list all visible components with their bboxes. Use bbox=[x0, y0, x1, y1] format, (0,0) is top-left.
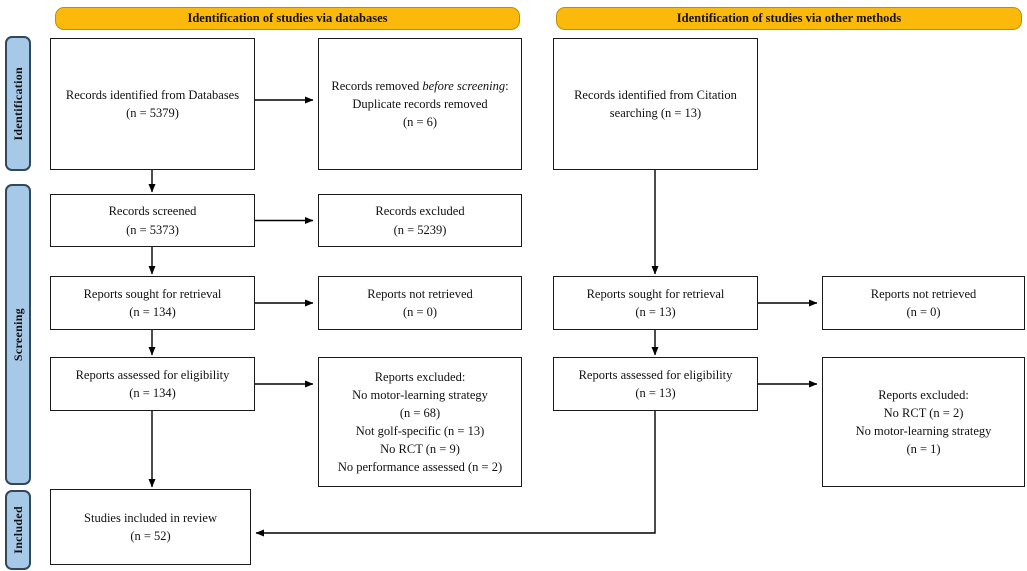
box-reports-assessed-databases: Reports assessed for eligibility (n = 13… bbox=[50, 357, 255, 411]
box-reports-sought-databases: Reports sought for retrieval (n = 134) bbox=[50, 276, 255, 330]
header-databases-label: Identification of studies via databases bbox=[187, 11, 388, 25]
stage-label-identification: Identification bbox=[5, 36, 31, 171]
box-reports-excluded-databases: Reports excluded: No motor-learning stra… bbox=[318, 357, 522, 487]
box-records-excluded: Records excluded (n = 5239) bbox=[318, 194, 522, 247]
header-databases: Identification of studies via databases bbox=[55, 7, 520, 30]
box-records-identified-citation: Records identified from Citation searchi… bbox=[553, 38, 758, 170]
box-records-removed-before-screening: Records removed before screening: Duplic… bbox=[318, 38, 522, 170]
box-reports-excluded-other: Reports excluded: No RCT (n = 2) No moto… bbox=[822, 357, 1025, 487]
box-reports-sought-other: Reports sought for retrieval (n = 13) bbox=[553, 276, 758, 330]
box-records-screened: Records screened (n = 5373) bbox=[50, 194, 255, 247]
box-studies-included: Studies included in review (n = 52) bbox=[50, 489, 251, 565]
header-other-methods-label: Identification of studies via other meth… bbox=[676, 11, 902, 25]
box-records-identified-databases: Records identified from Databases (n = 5… bbox=[50, 38, 255, 170]
box-reports-not-retrieved-other: Reports not retrieved (n = 0) bbox=[822, 276, 1025, 330]
header-other-methods: Identification of studies via other meth… bbox=[556, 7, 1022, 30]
stage-label-included: Included bbox=[5, 490, 31, 570]
box-reports-assessed-other: Reports assessed for eligibility (n = 13… bbox=[553, 357, 758, 411]
box-reports-not-retrieved-databases: Reports not retrieved (n = 0) bbox=[318, 276, 522, 330]
stage-label-screening: Screening bbox=[5, 184, 31, 485]
